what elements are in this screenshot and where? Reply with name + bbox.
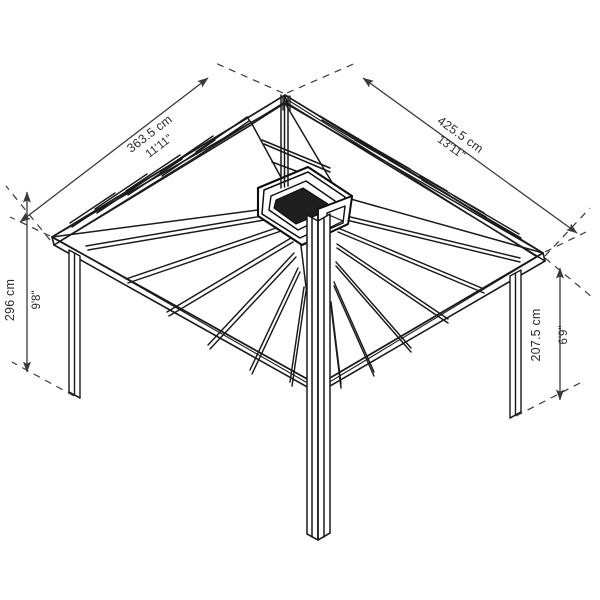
center-mast (280, 94, 289, 189)
roof-panels-front-left (85, 211, 307, 387)
left-post (68, 249, 81, 399)
dim-label-eave-height-metric: 207.5 cm (529, 308, 543, 361)
gazebo-structure (51, 94, 546, 541)
dim-label-overall-height-imperial: 9'8" (31, 290, 43, 309)
dim-line-roof-depth (19, 77, 209, 223)
dimension-annotations (5, 61, 593, 417)
front-post (306, 213, 331, 541)
rear-post (282, 95, 291, 111)
dim-label-overall-height-metric: 296 cm (3, 279, 17, 321)
right-post (509, 269, 522, 419)
dim-line-roof-width (362, 77, 578, 234)
dim-label-eave-height-imperial: 6'9" (558, 325, 570, 344)
